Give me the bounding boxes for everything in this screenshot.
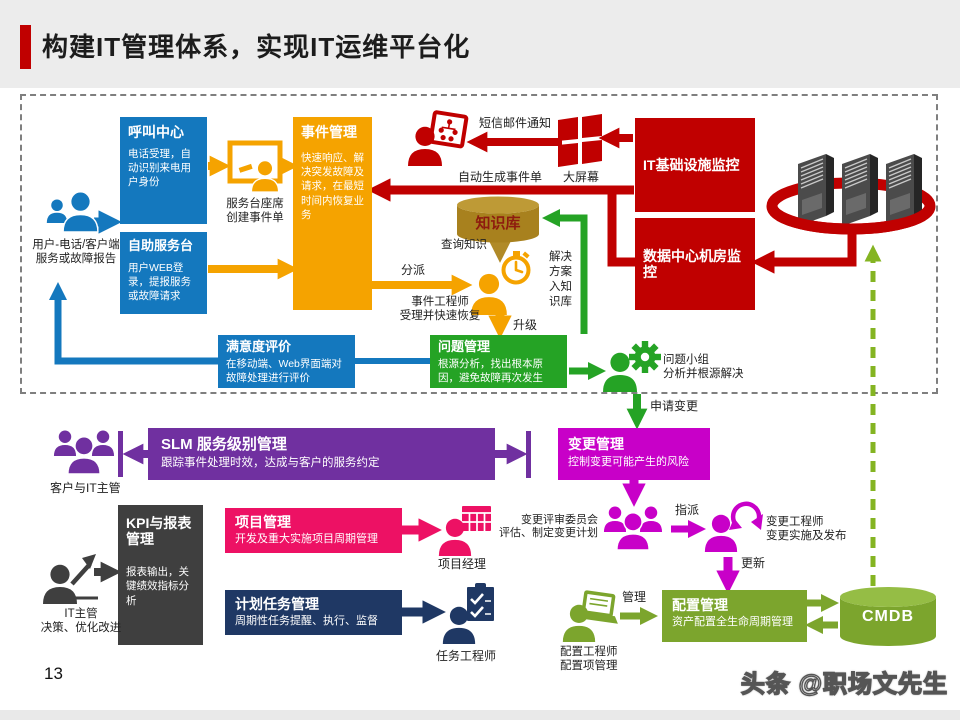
- label-sms-notify: 短信邮件通知: [479, 116, 552, 130]
- watermark: 头条 @职场文先生: [740, 670, 948, 698]
- slm-right-endbar: [526, 431, 531, 478]
- infra-monitor-box: IT基础设施监控: [635, 118, 755, 212]
- incident-box: 事件管理 快速响应、解决突发故障及请求，在最短时间内恢复业务: [293, 117, 372, 310]
- cmdb-cylinder: [840, 587, 936, 646]
- project-title: 项目管理: [235, 514, 291, 530]
- label-it-manager: IT主管 决策、优化改进: [40, 608, 122, 634]
- it-manager-icon: [43, 554, 98, 604]
- label-incident-engineer: 事件工程师 受理并快速恢复: [399, 296, 481, 322]
- change-board-group-icon: [603, 506, 663, 550]
- label-solution-to-kb: 解决 方案 入知 识库: [549, 251, 572, 308]
- incident-engineer-icon: [471, 251, 531, 315]
- config-title: 配置管理: [672, 597, 728, 613]
- slm-box: SLM 服务级别管理 跟踪事件处理时效，达成与客户的服务约定: [148, 428, 495, 480]
- infra-monitor-title: IT基础设施监控: [643, 156, 740, 173]
- task-title: 计划任务管理: [235, 596, 319, 612]
- label-assign: 指派: [675, 503, 700, 517]
- project-body: 开发及重大实施项目周期管理: [235, 533, 378, 546]
- server-racks-icon: [798, 154, 922, 226]
- label-service-desk: 服务台座席 创建事件单: [226, 198, 284, 224]
- change-body: 控制变更可能产生的风险: [568, 456, 689, 469]
- label-big-screen: 大屏幕: [562, 170, 599, 184]
- kpi-box: KPI与报表管理 报表输出，关键绩效指标分析: [118, 505, 203, 645]
- page-title: 构建IT管理体系，实现IT运维平台化: [42, 32, 471, 62]
- change-title: 变更管理: [568, 436, 624, 452]
- kpi-body: 报表输出，关键绩效指标分析: [126, 566, 189, 607]
- itsm-dashed-frame: [20, 94, 938, 394]
- call-center-body: 电话受理，自动识别来电用户身份: [128, 148, 191, 189]
- arrow-servers-to-datacenter: [751, 230, 857, 274]
- label-dispatch: 分派: [401, 263, 426, 277]
- knowledge-db-cylinder: [457, 196, 539, 243]
- project-box: 项目管理 开发及重大实施项目周期管理: [225, 508, 402, 553]
- line-problem-to-kb: [541, 208, 588, 334]
- label-auto-ticket: 自动生成事件单: [458, 170, 543, 184]
- label-problem-team: 问题小组 分析并根源解决: [663, 354, 744, 380]
- config-engineer-icon: [562, 590, 618, 642]
- problem-team-gear-icon: [603, 341, 661, 392]
- incident-title: 事件管理: [301, 124, 357, 140]
- line-datacenter-join: [607, 190, 635, 267]
- self-service-box: 自助服务台 用户WEB登录，提报服务或故障请求: [120, 232, 207, 314]
- datacenter-monitor-title: 数据中心机房监控: [643, 247, 741, 280]
- satisfaction-title: 满意度评价: [226, 339, 292, 354]
- project-manager-icon: [438, 506, 491, 556]
- kpi-title: KPI与报表管理: [126, 515, 192, 548]
- cmdb-label: CMDB: [862, 608, 914, 625]
- slm-left-endbar: [118, 431, 123, 477]
- config-box: 配置管理 资产配置全生命周期管理: [662, 590, 807, 642]
- satisfaction-box: 满意度评价 在移动端、Web界面端对故障处理进行评价: [218, 335, 355, 388]
- slide-header: [0, 0, 960, 88]
- label-request-change: 申请变更: [650, 399, 699, 413]
- satisfaction-body: 在移动端、Web界面端对故障处理进行评价: [226, 357, 342, 385]
- label-config-engineer: 配置工程师 配置项管理: [560, 646, 618, 672]
- call-center-title: 呼叫中心: [128, 124, 184, 140]
- label-update: 更新: [741, 556, 766, 570]
- slm-title: SLM 服务级别管理: [161, 436, 287, 453]
- task-body: 周期性任务提醒、执行、监督: [235, 615, 378, 628]
- title-accent-bar: [20, 25, 31, 69]
- label-manage: 管理: [622, 590, 647, 604]
- label-change-board: 变更评审委员会 评估、制定变更计划: [499, 514, 598, 540]
- label-project-manager: 项目经理: [438, 557, 487, 571]
- config-body: 资产配置全生命周期管理: [672, 616, 793, 629]
- change-box: 变更管理 控制变更可能产生的风险: [558, 428, 710, 480]
- line-satisfaction-to-users: [48, 281, 218, 365]
- label-escalate: 升级: [513, 318, 538, 332]
- incident-body: 快速响应、解决突发故障及请求，在最短时间内恢复业务: [301, 152, 364, 221]
- datacenter-monitor-box: 数据中心机房监控: [635, 218, 755, 310]
- self-service-body: 用户WEB登录，提报服务或故障请求: [128, 261, 191, 303]
- problem-box: 问题管理 根源分析，找出根本原因，避免故障再次发生: [430, 335, 567, 388]
- label-customers: 客户与IT主管: [50, 481, 121, 495]
- task-engineer-icon: [442, 583, 496, 644]
- problem-body: 根源分析，找出根本原因，避免故障再次发生: [438, 357, 543, 385]
- problem-title: 问题管理: [438, 339, 491, 354]
- big-screen-icon: [558, 114, 602, 167]
- knowledge-db-label: 知识库: [475, 215, 521, 232]
- footer-strip: [0, 710, 960, 720]
- page-number: 13: [44, 664, 63, 683]
- task-box: 计划任务管理 周期性任务提醒、执行、监督: [225, 590, 402, 635]
- slm-body: 跟踪事件处理时效，达成与客户的服务约定: [161, 457, 380, 470]
- service-desk-agent-icon: [227, 140, 283, 192]
- label-users: 用户-电话/客户端 服务或故障报告: [32, 239, 120, 265]
- label-task-engineer: 任务工程师: [436, 649, 497, 663]
- notification-person-icon: [408, 110, 469, 166]
- users-icon: [46, 191, 99, 232]
- self-service-title: 自助服务台: [128, 238, 194, 253]
- label-query-kb: 查询知识: [441, 239, 487, 251]
- label-change-engineer: 变更工程师 变更实施及发布: [766, 516, 847, 542]
- call-center-box: 呼叫中心 电话受理，自动识别来电用户身份: [120, 117, 207, 224]
- customers-group-icon: [53, 430, 115, 474]
- change-engineer-icon: [704, 501, 763, 552]
- server-ring-front: [766, 205, 936, 235]
